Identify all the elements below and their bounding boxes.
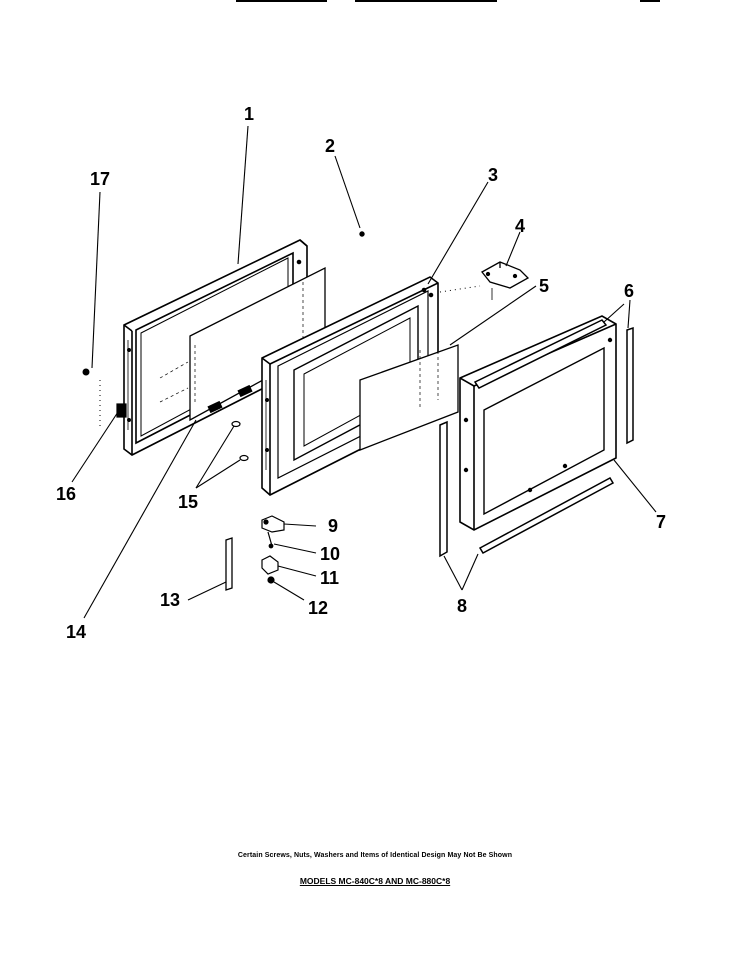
- callout-5: 5: [539, 276, 549, 296]
- callout-1: 1: [244, 104, 254, 124]
- callout-12: 12: [308, 598, 328, 618]
- part-11-latch: [261, 555, 279, 575]
- part-13-bar: [225, 537, 233, 591]
- callout-3: 3: [488, 165, 498, 185]
- part-2-screw: [359, 231, 365, 237]
- part-8-bottom-strip: [478, 477, 615, 554]
- callout-4: 4: [515, 216, 525, 236]
- part-6-top-strip: [473, 319, 608, 389]
- part-4-bracket: [481, 261, 530, 300]
- part-16-block: [116, 403, 127, 418]
- callout-14: 14: [66, 622, 86, 642]
- callout-2: 2: [325, 136, 335, 156]
- part-12-screw: [267, 576, 275, 584]
- callout-7: 7: [656, 512, 666, 532]
- part-15-clips: [231, 420, 249, 462]
- callout-13: 13: [160, 590, 180, 610]
- part-8-side-strip: [439, 420, 448, 558]
- callout-16: 16: [56, 484, 76, 504]
- leader-lines: [71, 125, 657, 619]
- callout-17: 17: [90, 169, 110, 189]
- callout-labels: 1 2 3 4 5 6 7 8 9 10 11 12 13 14 15 16 1…: [56, 104, 666, 642]
- callout-6: 6: [624, 281, 634, 301]
- callout-10: 10: [320, 544, 340, 564]
- models-caption: MODELS MC-840C*8 AND MC-880C*8: [0, 876, 750, 886]
- callout-11: 11: [320, 568, 339, 588]
- callout-8: 8: [457, 596, 467, 616]
- part-7-rear-frame: [459, 315, 617, 531]
- part-17-screw: [82, 368, 90, 376]
- callout-9: 9: [328, 516, 338, 536]
- part-9-hinge: [261, 515, 285, 533]
- dotted-alignment-lines: [99, 285, 481, 430]
- models-text: MODELS MC-840C*8 AND MC-880C*8: [299, 876, 451, 886]
- part-5-panel: [359, 344, 459, 451]
- part-10-pin: [267, 531, 274, 549]
- footer-note: Certain Screws, Nuts, Washers and Items …: [237, 852, 513, 859]
- part-6-side-strip: [626, 326, 634, 445]
- callout-15: 15: [178, 492, 198, 512]
